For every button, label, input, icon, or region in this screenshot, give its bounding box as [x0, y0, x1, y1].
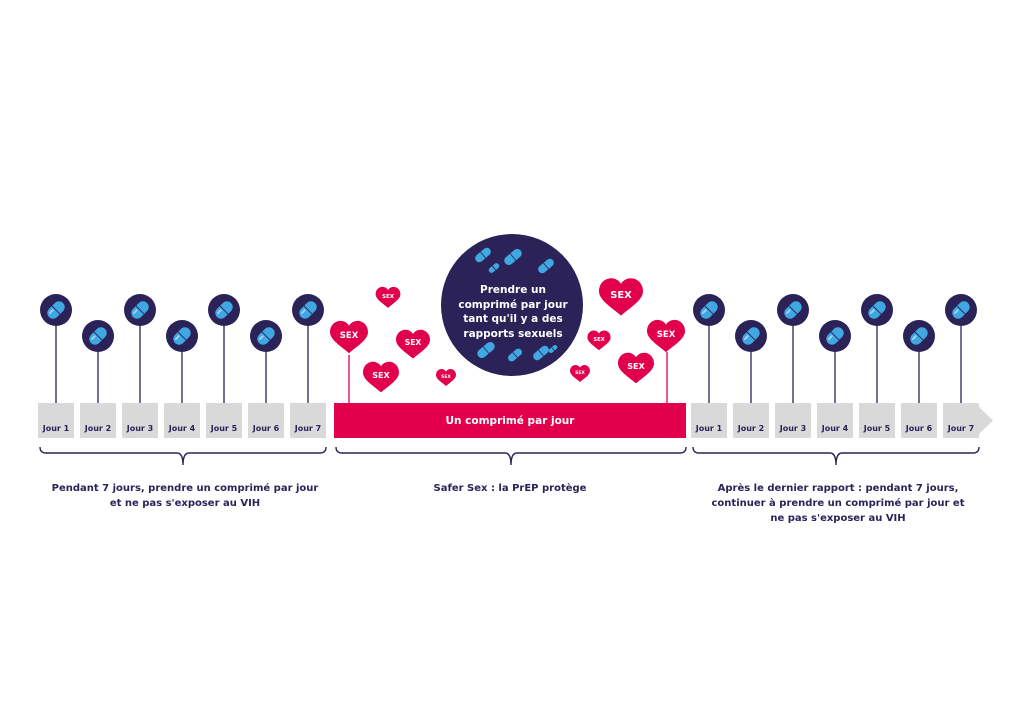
day-label: Jour 7 — [947, 424, 974, 433]
pill-icon — [475, 247, 491, 263]
heart-label: SEX — [372, 370, 390, 380]
heart-label: SEX — [382, 294, 395, 300]
day-box — [206, 403, 242, 438]
day-box — [80, 403, 116, 438]
heart-icon: SEX — [436, 369, 456, 386]
heart-label: SEX — [441, 374, 451, 380]
pill-icon — [504, 248, 522, 266]
pill-icon — [533, 345, 549, 361]
timeline-arrow-head — [975, 403, 993, 438]
heart-label: SEX — [405, 338, 422, 347]
day-label: Jour 4 — [821, 424, 849, 433]
heart-label: SEX — [610, 290, 632, 301]
heart-icon: SEX — [599, 278, 643, 316]
instruction-bubble — [441, 234, 583, 376]
heart-label: SEX — [575, 370, 585, 376]
heart-label: SEX — [593, 337, 604, 343]
daily-pill-bar — [334, 403, 686, 438]
pill-icon — [40, 294, 72, 326]
pill-icon — [735, 320, 767, 352]
day-label: Jour 2 — [737, 424, 764, 433]
pill-icon — [548, 344, 558, 354]
pill-icon — [124, 294, 156, 326]
pill-icon — [903, 320, 935, 352]
day-label: Jour 1 — [42, 424, 70, 433]
pill-icon — [292, 294, 324, 326]
pill-icon — [250, 320, 282, 352]
heart-icon: SEX — [570, 365, 590, 382]
pill-icon — [82, 320, 114, 352]
heart-icon: SEX — [587, 330, 611, 351]
pill-icon — [488, 263, 500, 273]
pill-icon — [777, 294, 809, 326]
pill-icon — [166, 320, 198, 352]
day-box — [943, 403, 979, 438]
heart-icon: SEX — [363, 361, 399, 393]
before-brace — [39, 446, 327, 466]
pill-icon — [819, 320, 851, 352]
day-label: Jour 3 — [779, 424, 806, 433]
pill-icon — [538, 258, 554, 274]
day-box — [859, 403, 895, 438]
day-label: Jour 7 — [294, 424, 321, 433]
heart-label: SEX — [627, 361, 645, 371]
heart-icon: SEX — [330, 320, 368, 354]
heart-icon: SEX — [375, 286, 401, 308]
day-label: Jour 4 — [168, 424, 196, 433]
day-box — [733, 403, 769, 438]
day-box — [122, 403, 158, 438]
before-phase-caption: Pendant 7 jours, prendre un comprimé par… — [51, 483, 319, 509]
daily-pill-instruction: Prendre un comprimé par jour tant qu'il … — [458, 284, 568, 340]
day-box — [691, 403, 727, 438]
pill-icon — [693, 294, 725, 326]
heart-icon: SEX — [396, 329, 430, 359]
pill-icon — [477, 341, 495, 359]
day-label: Jour 5 — [863, 424, 891, 433]
heart-icon: SEX — [618, 352, 654, 384]
pill-icon — [208, 294, 240, 326]
day-label: Jour 3 — [126, 424, 153, 433]
heart-icon: SEX — [647, 319, 685, 353]
day-label: Jour 6 — [252, 424, 280, 433]
day-box — [775, 403, 811, 438]
heart-label: SEX — [657, 330, 676, 340]
after-phase-caption: Après le dernier rapport : pendant 7 jou… — [711, 483, 965, 524]
day-box — [817, 403, 853, 438]
safer-sex-caption: Safer Sex : la PrEP protège — [433, 483, 587, 494]
pill-icon — [861, 294, 893, 326]
day-box — [164, 403, 200, 438]
day-box — [290, 403, 326, 438]
heart-label: SEX — [340, 331, 359, 341]
day-label: Jour 6 — [905, 424, 933, 433]
pill-icon — [508, 348, 522, 362]
day-label: Jour 1 — [695, 424, 723, 433]
day-box — [38, 403, 74, 438]
pill-icon — [945, 294, 977, 326]
middle-brace — [335, 446, 687, 466]
day-label: Jour 5 — [210, 424, 238, 433]
day-label: Jour 2 — [84, 424, 111, 433]
day-box — [901, 403, 937, 438]
day-box — [248, 403, 284, 438]
daily-pill-bar-label: Un comprimé par jour — [445, 415, 575, 427]
after-brace — [692, 446, 980, 466]
